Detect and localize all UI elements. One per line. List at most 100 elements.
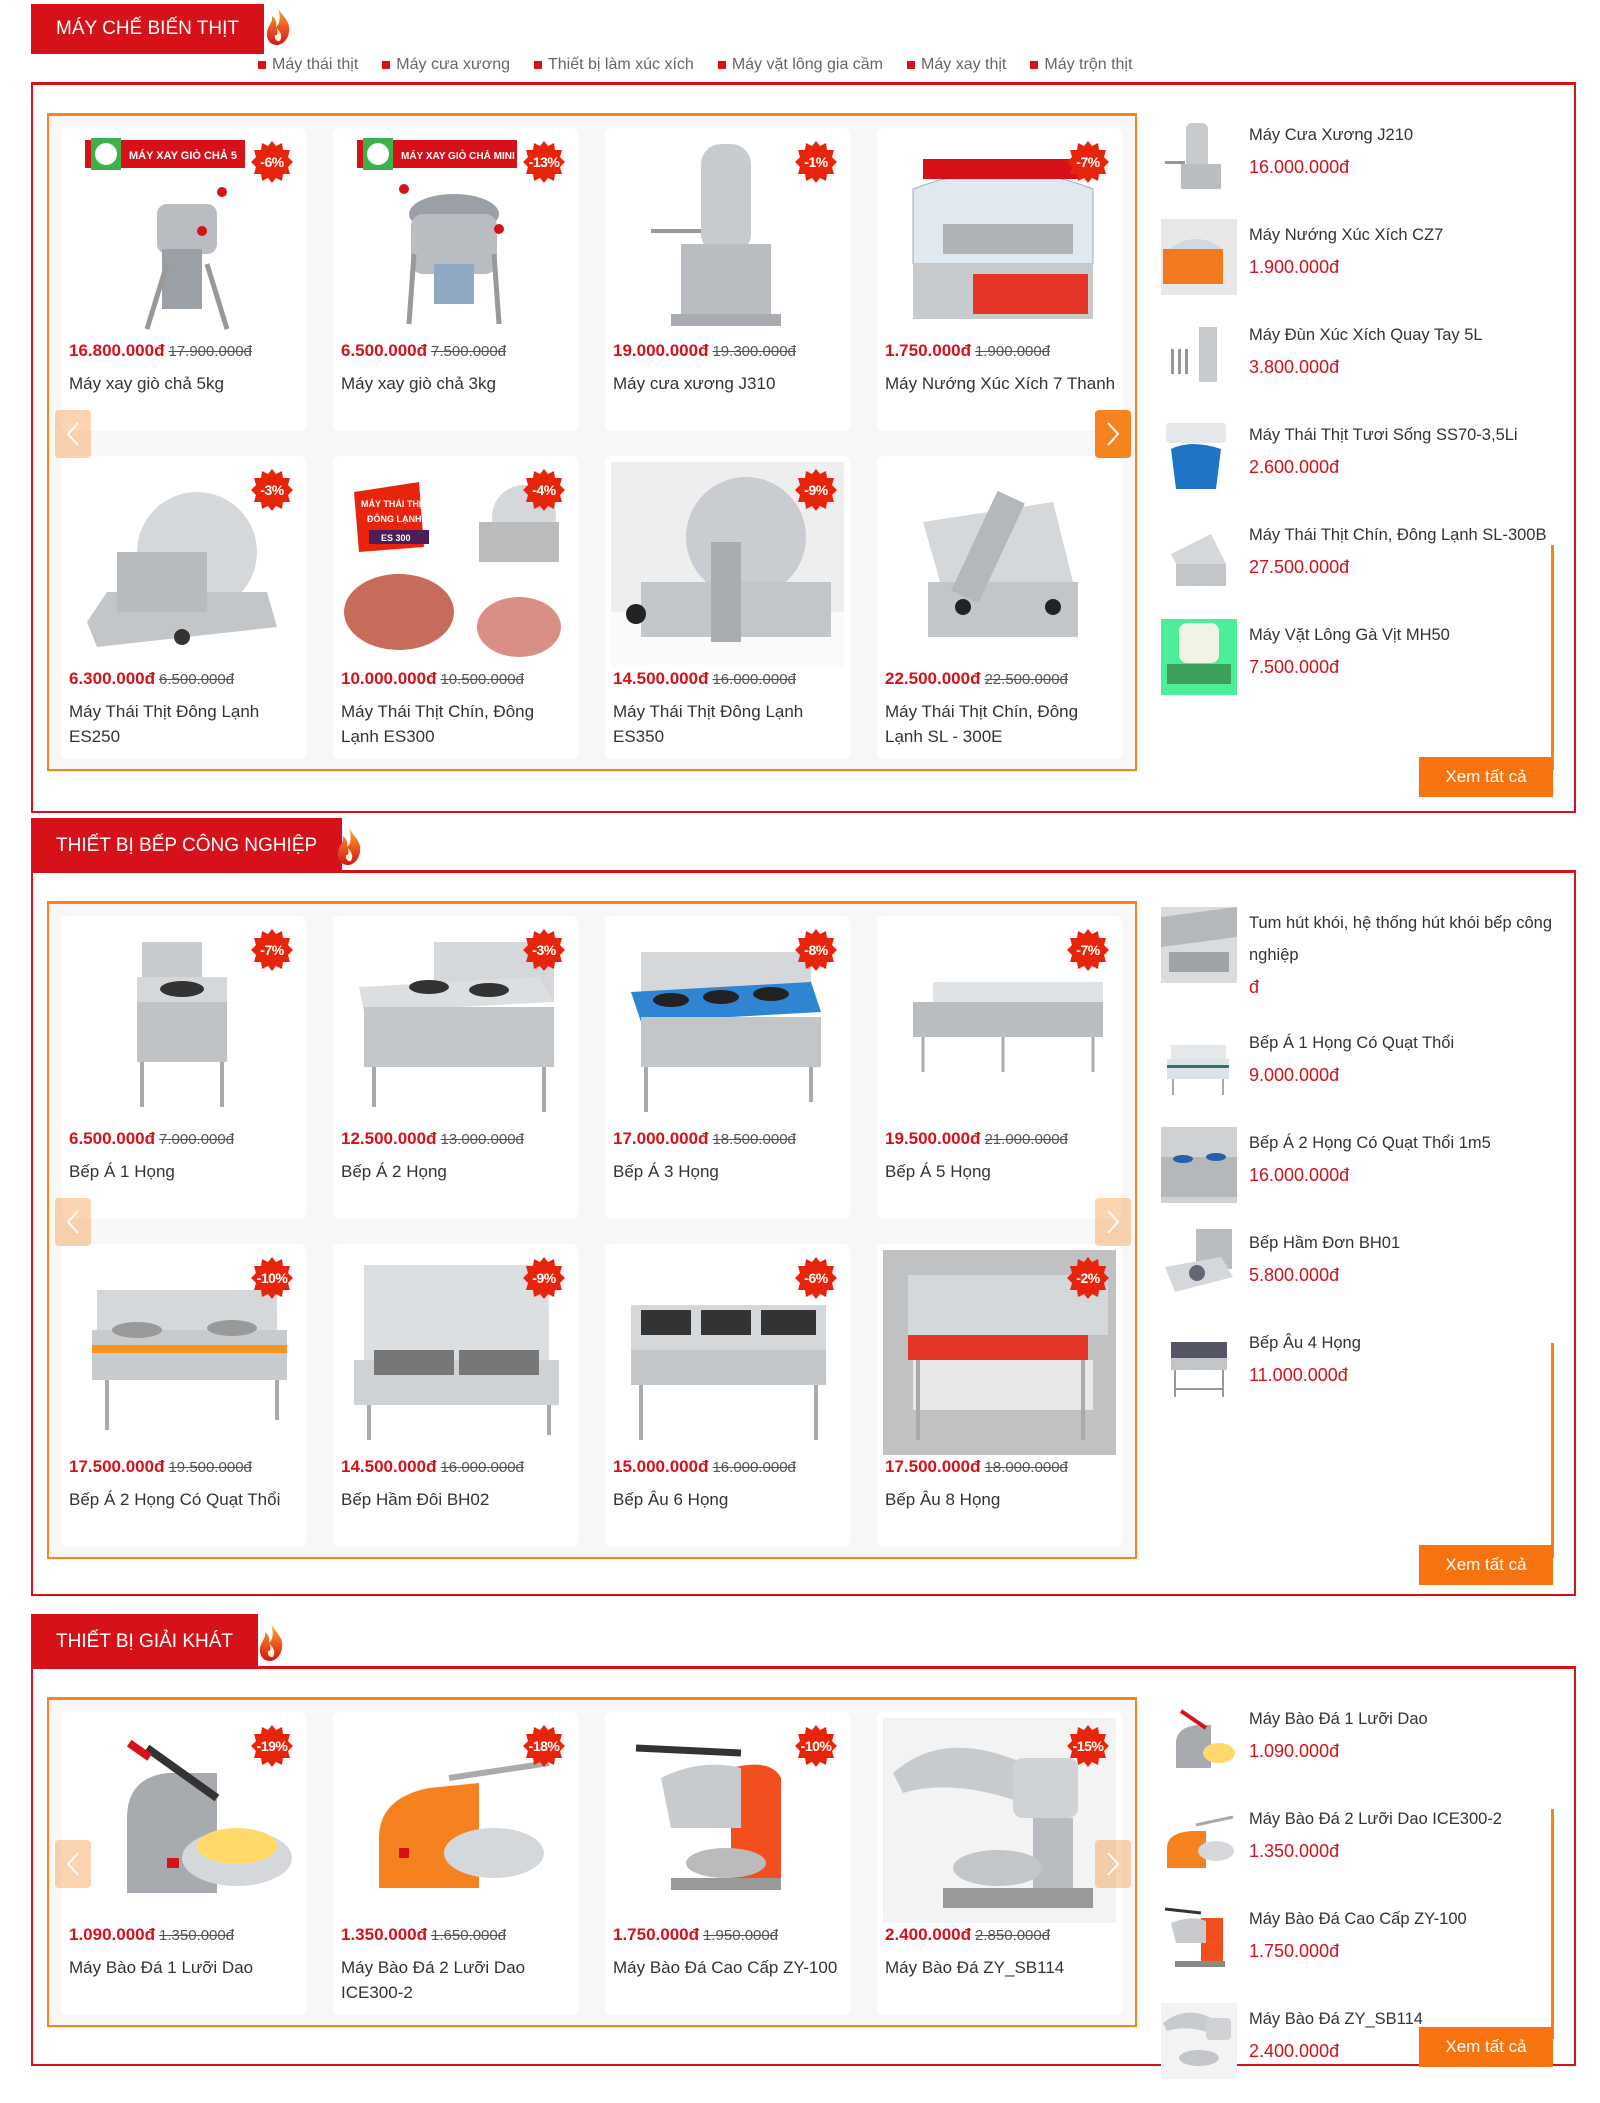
product-name[interactable]: Bếp Âu 6 Họng	[613, 1490, 729, 1509]
product-name[interactable]: Bếp Á 2 Họng	[341, 1162, 447, 1181]
subcategory-link[interactable]: Máy trộn thịt	[1030, 56, 1132, 74]
product-name[interactable]: Bếp Á 2 Họng Có Quạt Thổi	[69, 1490, 281, 1509]
svg-text:MÁY THÁI THỊT: MÁY THÁI THỊT	[361, 499, 427, 509]
product-name[interactable]: Bếp Á 1 Họng	[69, 1162, 175, 1181]
product-name[interactable]: Bếp Hầm Đôi BH02	[341, 1490, 490, 1509]
carousel-prev-button[interactable]	[55, 410, 91, 458]
see-all-button[interactable]: Xem tất cả	[1419, 757, 1553, 797]
product-thumbnail	[1161, 319, 1237, 395]
product-name[interactable]: Máy cưa xương J310	[613, 374, 776, 393]
square-bullet-icon	[717, 61, 726, 69]
chevron-left-icon	[66, 1852, 79, 1876]
product-name[interactable]: Máy Nướng Xúc Xích 7 Thanh	[885, 374, 1116, 393]
product-thumbnail	[1161, 1703, 1237, 1779]
see-all-button[interactable]: Xem tất cả	[1419, 1545, 1553, 1585]
product-name[interactable]: Máy Thái Thịt Chín, Đông Lạnh SL - 300E	[885, 702, 1079, 746]
discount-badge: -3%	[250, 468, 294, 512]
section-title[interactable]: THIẾT BỊ GIẢI KHÁT	[31, 1614, 259, 1670]
product-name[interactable]: Máy xay giò chả 5kg	[69, 374, 224, 393]
discount-badge: -8%	[794, 928, 838, 972]
product-name[interactable]: Máy Bào Đá ZY_SB114	[885, 1958, 1065, 1977]
product-name[interactable]: Máy Bào Đá Cao Cấp ZY-100	[613, 1958, 838, 1977]
subcategory-link[interactable]: Máy vặt lông gia cầm	[717, 56, 883, 74]
chevron-right-icon	[1107, 1210, 1120, 1234]
product-thumbnail	[1161, 2003, 1237, 2079]
section-title[interactable]: MÁY CHẾ BIẾN THỊT	[31, 4, 264, 54]
product-name[interactable]: Máy Bào Đá 2 Lưỡi Dao ICE300-2	[341, 1958, 526, 2002]
product-name[interactable]: Bếp Á 5 Họng	[885, 1162, 991, 1181]
product-image	[883, 1718, 1116, 1923]
product-image	[611, 134, 844, 339]
product-name[interactable]: Bếp Á 3 Họng	[613, 1162, 719, 1181]
product-name[interactable]: Máy xay giò chả 3kg	[341, 374, 496, 393]
discount-badge: -15%	[1066, 1724, 1110, 1768]
featured-product[interactable]: Tum hút khói, hệ thống hút khói bếp công…	[1161, 907, 1561, 1003]
product-name[interactable]: Bếp Âu 8 Họng	[885, 1490, 1001, 1509]
carousel-prev-button[interactable]	[55, 1840, 91, 1888]
carousel-next-button[interactable]	[1095, 410, 1131, 458]
see-all-button[interactable]: Xem tất cả	[1419, 2027, 1553, 2067]
carousel-prev-button[interactable]	[55, 1198, 91, 1246]
product-image	[883, 922, 1116, 1127]
discount-badge: -1%	[794, 140, 838, 184]
subcategory-link[interactable]: Máy thái thịt	[258, 56, 358, 74]
product-name[interactable]: Máy Thái Thịt Đông Lạnh ES350	[613, 702, 804, 746]
carousel-next-button[interactable]	[1095, 1840, 1131, 1888]
subcategory-link[interactable]: Máy cưa xương	[382, 56, 510, 74]
discount-badge: -10%	[794, 1724, 838, 1768]
section-title[interactable]: THIẾT BỊ BẾP CÔNG NGHIỆP	[31, 818, 343, 874]
decorative-line	[1551, 1809, 1554, 2039]
product-name[interactable]: Máy Bào Đá 1 Lưỡi Dao	[69, 1958, 254, 1977]
product-thumbnail	[1161, 1803, 1237, 1879]
chevron-left-icon	[66, 1210, 79, 1234]
subcategory-link[interactable]: Thiết bị làm xúc xích	[534, 56, 694, 74]
product-name[interactable]: Máy Thái Thịt Đông Lạnh ES250	[69, 702, 260, 746]
product-name[interactable]: Máy Thái Thịt Chín, Đông Lạnh ES300	[341, 702, 535, 746]
carousel-next-button[interactable]	[1095, 1198, 1131, 1246]
product-image	[67, 1250, 300, 1455]
product-thumbnail	[1161, 1027, 1237, 1103]
subcategory-link[interactable]: Máy xay thịt	[907, 56, 1006, 74]
